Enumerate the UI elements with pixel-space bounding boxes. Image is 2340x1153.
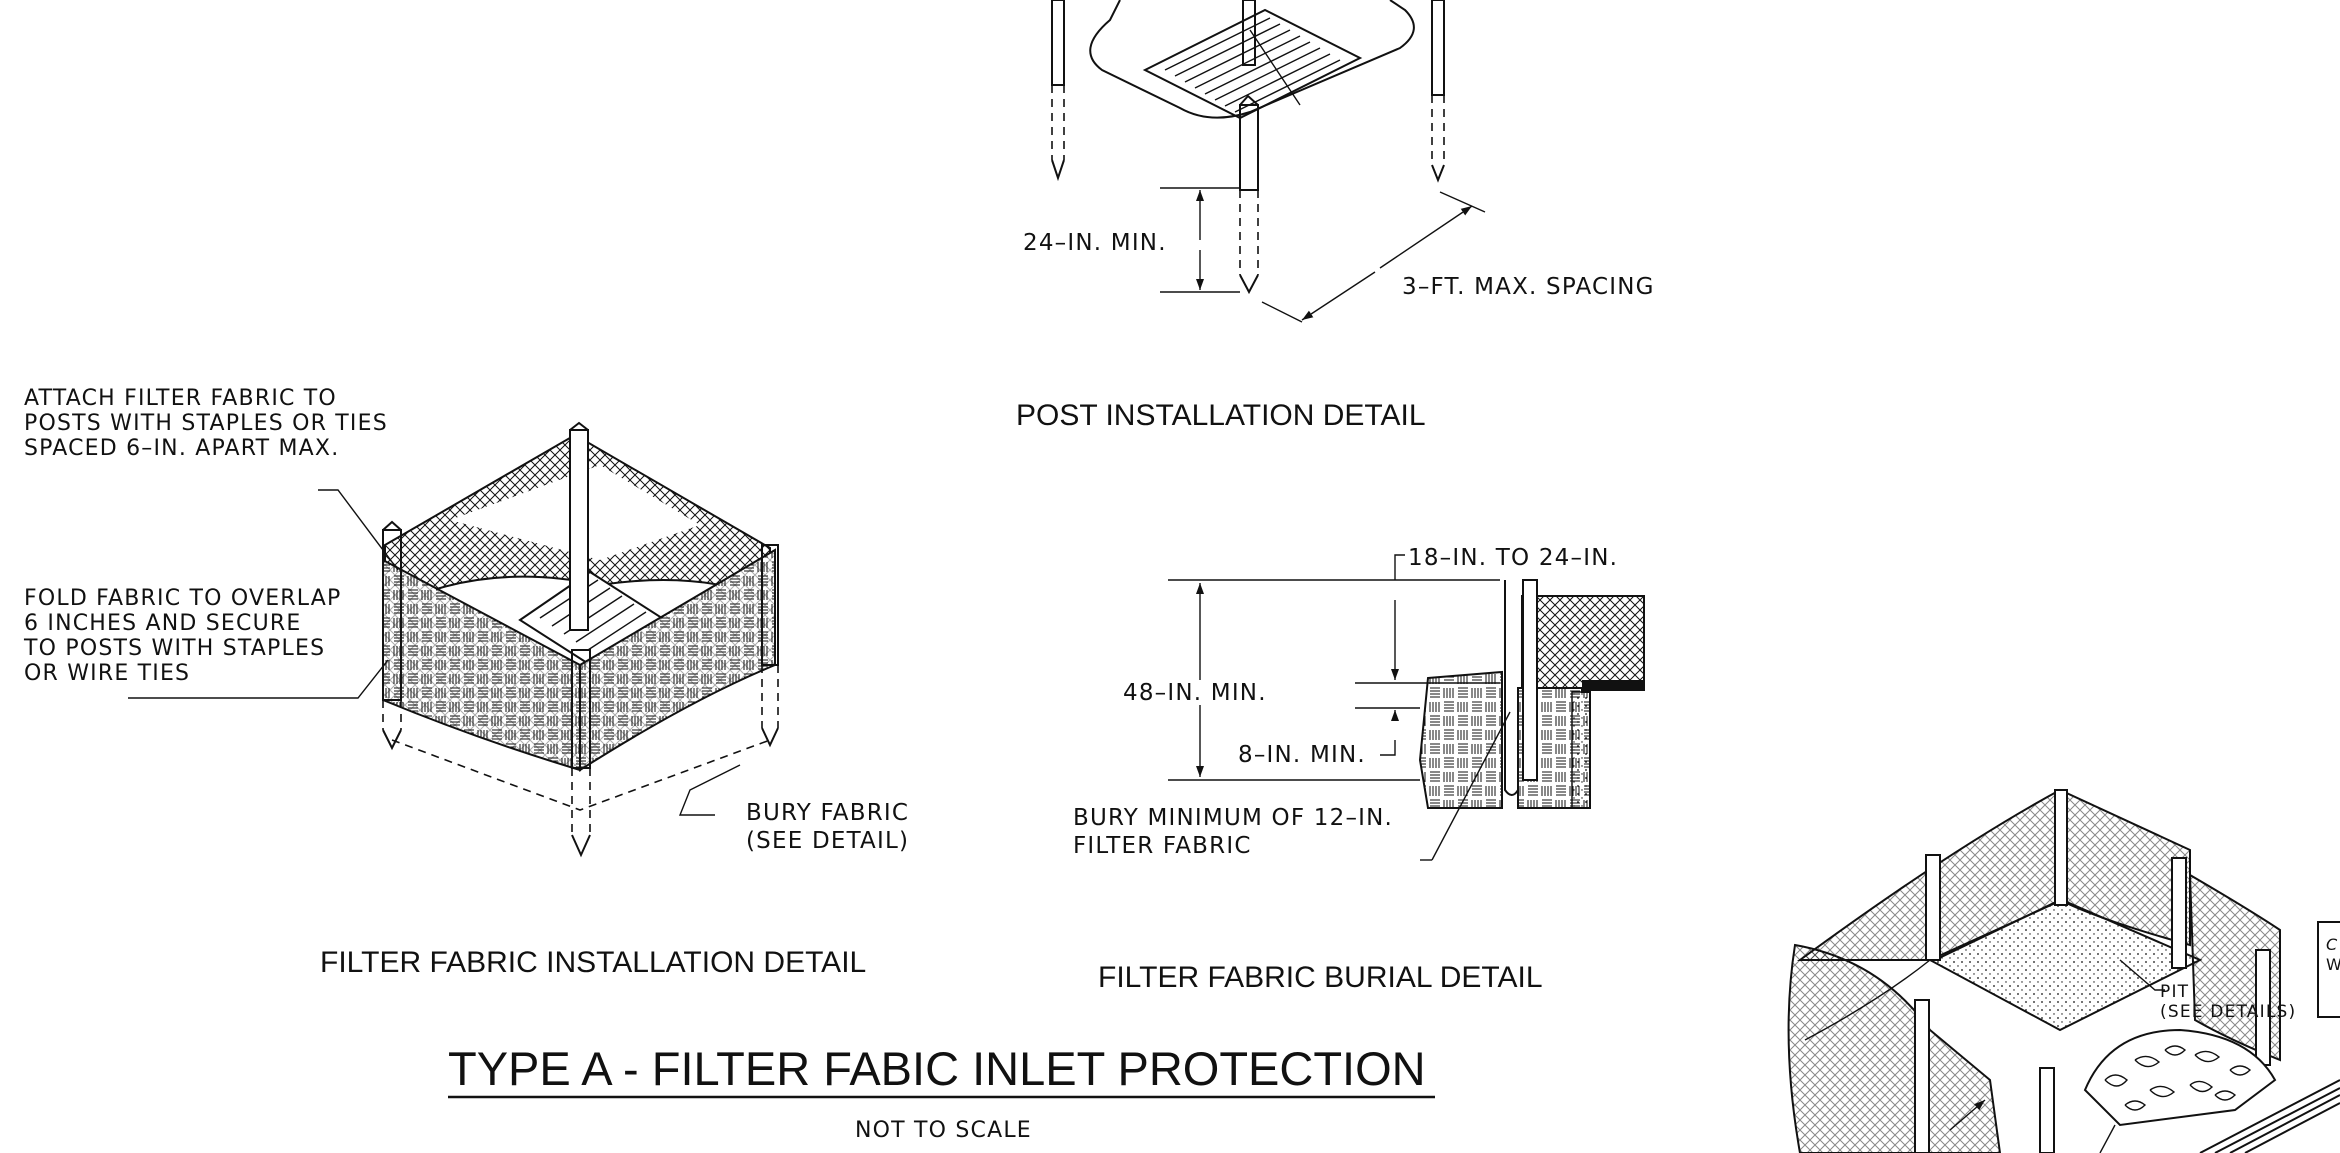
svg-text:BURY FABRIC: BURY FABRIC <box>746 800 909 826</box>
perspective-post-2 <box>2054 789 2068 906</box>
inlet-box-section <box>1521 595 1645 691</box>
svg-text:PIT: PIT <box>2160 982 2189 1002</box>
perspective-post-5 <box>2039 1067 2055 1153</box>
svg-text:FILTER FABRIC: FILTER FABRIC <box>1073 833 1252 859</box>
total-depth-label: 48–IN. MIN. <box>1123 680 1267 706</box>
depth-dimension <box>1160 187 1240 293</box>
fabric-post-right <box>761 544 779 748</box>
pit-note: PIT (SEE DETAILS) <box>2160 982 2296 1022</box>
svg-text:POSTS WITH STAPLES OR TIES: POSTS WITH STAPLES OR TIES <box>24 411 388 436</box>
svg-text:TO POSTS WITH STAPLES: TO POSTS WITH STAPLES <box>23 636 325 661</box>
embed-depth-label: 8–IN. MIN. <box>1238 742 1366 768</box>
perspective-post-1 <box>1925 854 1941 961</box>
spacing-label: 3–FT. MAX. SPACING <box>1402 274 1655 300</box>
burial-post <box>1522 579 1538 781</box>
post-installation-detail: 24–IN. MIN. 3–FT. MAX. SPACING POST INST… <box>1016 0 1655 432</box>
fabric-post-back <box>569 421 589 631</box>
buried-fabric-outline <box>391 739 771 811</box>
post-detail-title: POST INSTALLATION DETAIL <box>1016 399 1426 432</box>
perspective-detail: C W PIT (SEE DETAILS) <box>1787 788 2340 1153</box>
svg-text:BURY MINIMUM OF 12–IN.: BURY MINIMUM OF 12–IN. <box>1073 805 1393 831</box>
svg-text:ATTACH FILTER FABRIC TO: ATTACH FILTER FABRIC TO <box>24 386 337 411</box>
perspective-left-fabric <box>1787 943 2002 1153</box>
perspective-post-4 <box>1914 999 1930 1153</box>
svg-text:W: W <box>2326 955 2340 974</box>
soil-trench <box>1418 670 1503 809</box>
fabric-post-front <box>571 649 591 858</box>
drawing-title: TYPE A - FILTER FABIC INLET PROTECTION <box>448 1042 1426 1095</box>
post-center-front <box>1239 94 1259 295</box>
bury-fabric-note: BURY FABRIC (SEE DETAIL) <box>746 800 909 854</box>
height-range-label: 18–IN. TO 24–IN. <box>1408 545 1618 571</box>
scale-note: NOT TO SCALE <box>855 1118 1032 1143</box>
inlet-grate <box>1142 8 1363 120</box>
stone-pile <box>2083 1028 2277 1127</box>
burial-detail-title: FILTER FABRIC BURIAL DETAIL <box>1098 961 1543 994</box>
fold-note: FOLD FABRIC TO OVERLAP 6 INCHES AND SECU… <box>23 586 341 686</box>
spacing-dimension <box>1261 191 1486 323</box>
svg-text:FOLD FABRIC TO OVERLAP: FOLD FABRIC TO OVERLAP <box>24 586 341 611</box>
post-center-back <box>1242 0 1256 66</box>
fabric-detail-title: FILTER FABRIC INSTALLATION DETAIL <box>320 946 866 979</box>
attach-note: ATTACH FILTER FABRIC TO POSTS WITH STAPL… <box>24 386 388 461</box>
title-block: TYPE A - FILTER FABIC INLET PROTECTION N… <box>448 1042 1435 1143</box>
construction-sign: C W <box>2317 921 2340 1018</box>
svg-text:(SEE DETAIL): (SEE DETAIL) <box>746 828 909 854</box>
fabric-installation-detail: ATTACH FILTER FABRIC TO POSTS WITH STAPL… <box>23 386 909 979</box>
post-left <box>1051 0 1065 182</box>
burial-detail: 18–IN. TO 24–IN. 48–IN. MIN. 8–IN. MIN. … <box>1073 545 1645 994</box>
depth-label: 24–IN. MIN. <box>1023 230 1167 256</box>
svg-text:(SEE DETAILS): (SEE DETAILS) <box>2160 1002 2296 1022</box>
svg-text:SPACED 6–IN. APART MAX.: SPACED 6–IN. APART MAX. <box>24 436 339 461</box>
burial-note: BURY MINIMUM OF 12–IN. FILTER FABRIC <box>1073 805 1393 859</box>
fabric-post-left <box>382 520 402 751</box>
perspective-post-3 <box>2171 857 2187 969</box>
svg-text:C: C <box>2326 935 2338 954</box>
svg-text:OR WIRE TIES: OR WIRE TIES <box>24 661 190 686</box>
svg-text:6 INCHES AND SECURE: 6 INCHES AND SECURE <box>24 611 301 636</box>
post-right <box>1431 0 1445 183</box>
